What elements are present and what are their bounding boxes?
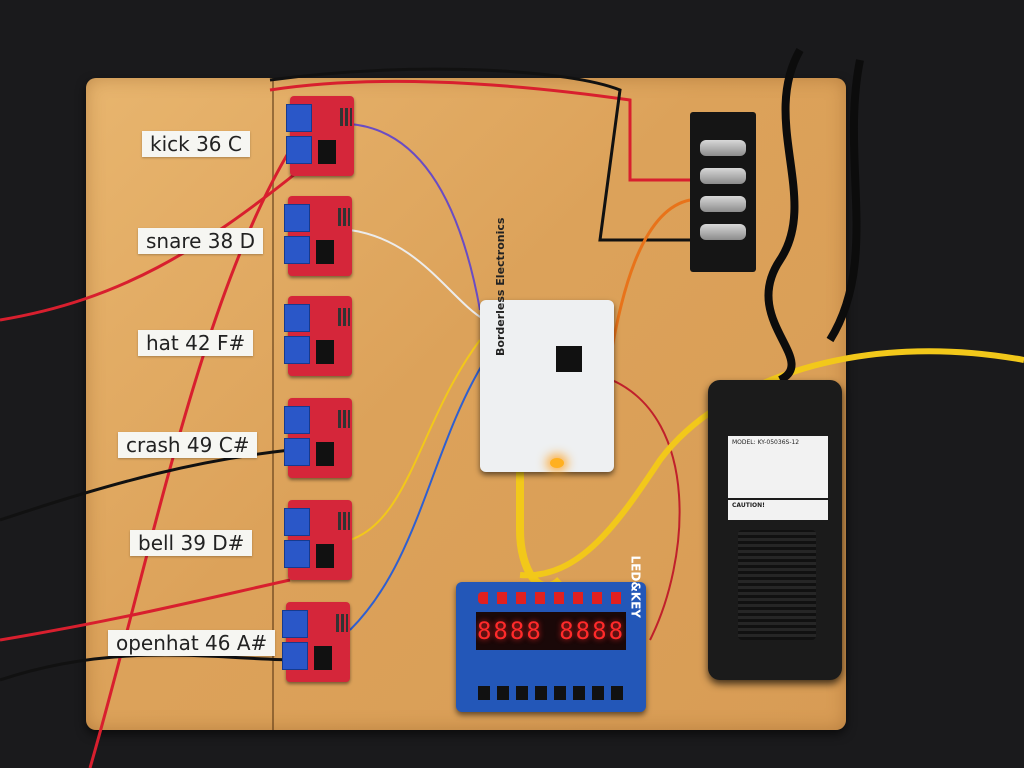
screw-terminal	[284, 304, 310, 332]
mosfet-module	[284, 398, 352, 478]
mosfet-module	[284, 296, 352, 376]
yellow-cable	[519, 348, 1024, 579]
mosfet-module	[286, 96, 354, 176]
mosfet-chip	[316, 240, 334, 264]
header-pins	[338, 512, 350, 530]
screw-terminal	[282, 642, 308, 670]
yellow-wire	[349, 339, 481, 541]
label-snare: snare 38 D	[138, 228, 264, 254]
header-pins	[336, 614, 348, 632]
red-wire	[611, 379, 681, 641]
red-wire	[0, 168, 301, 322]
label-hat: hat 42 F#	[138, 330, 254, 356]
status-led	[550, 458, 564, 468]
black-wire	[0, 448, 291, 522]
terminal-block	[690, 112, 756, 272]
header-pins	[338, 308, 350, 326]
mosfet-module	[282, 602, 350, 682]
terminal-screw	[700, 140, 746, 156]
header-pins	[338, 208, 350, 226]
board-brand: Borderless Electronics	[494, 217, 507, 356]
led-row	[478, 592, 628, 604]
mosfet-module	[284, 196, 352, 276]
terminal-screw	[700, 196, 746, 212]
screw-terminal	[284, 406, 310, 434]
label-crash: crash 49 C#	[118, 432, 258, 458]
psu-caution: CAUTION!	[728, 500, 828, 520]
white-wire	[349, 229, 486, 321]
header-pins	[338, 410, 350, 428]
board-seam	[272, 78, 274, 730]
red-wire	[0, 578, 291, 642]
display-brand: LED&KEY	[628, 555, 642, 618]
screw-terminal	[286, 104, 312, 132]
screw-terminal	[284, 540, 310, 568]
psu-label: MODEL: KY-05036S-12	[728, 436, 828, 498]
led-key-display-board: 8888 8888 LED&KEY	[456, 556, 646, 712]
terminal-screw	[700, 224, 746, 240]
screw-terminal	[284, 438, 310, 466]
display-digits: 8888 8888	[476, 617, 626, 645]
label-openhat: openhat 46 A#	[108, 630, 276, 656]
purple-wire	[349, 123, 481, 311]
mosfet-chip	[316, 544, 334, 568]
screw-terminal	[284, 336, 310, 364]
screw-terminal	[284, 236, 310, 264]
button-row	[478, 686, 628, 700]
screw-terminal	[282, 610, 308, 638]
black-cable	[826, 59, 864, 343]
mosfet-chip	[316, 340, 334, 364]
mosfet-chip	[316, 442, 334, 466]
seven-segment-display: 8888 8888	[476, 612, 626, 650]
screw-terminal	[284, 508, 310, 536]
black-cable	[764, 48, 804, 384]
mosfet-module	[284, 500, 352, 580]
mosfet-chip	[314, 646, 332, 670]
microcontroller-board: Borderless Electronics	[480, 218, 614, 472]
black-wire	[0, 653, 301, 682]
psu-model: MODEL: KY-05036S-12	[732, 439, 800, 446]
mosfet-chip	[318, 140, 336, 164]
label-bell: bell 39 D#	[130, 530, 253, 556]
header-pins	[340, 108, 352, 126]
mcu-chip	[556, 346, 582, 372]
screw-terminal	[286, 136, 312, 164]
screw-terminal	[284, 204, 310, 232]
orange-wire	[608, 198, 691, 361]
label-kick: kick 36 C	[142, 131, 250, 157]
terminal-screw	[700, 168, 746, 184]
black-wire	[269, 67, 700, 242]
psu-vent	[738, 530, 816, 640]
blue-wire	[349, 359, 486, 631]
power-supply: MODEL: KY-05036S-12 CAUTION!	[708, 380, 842, 680]
